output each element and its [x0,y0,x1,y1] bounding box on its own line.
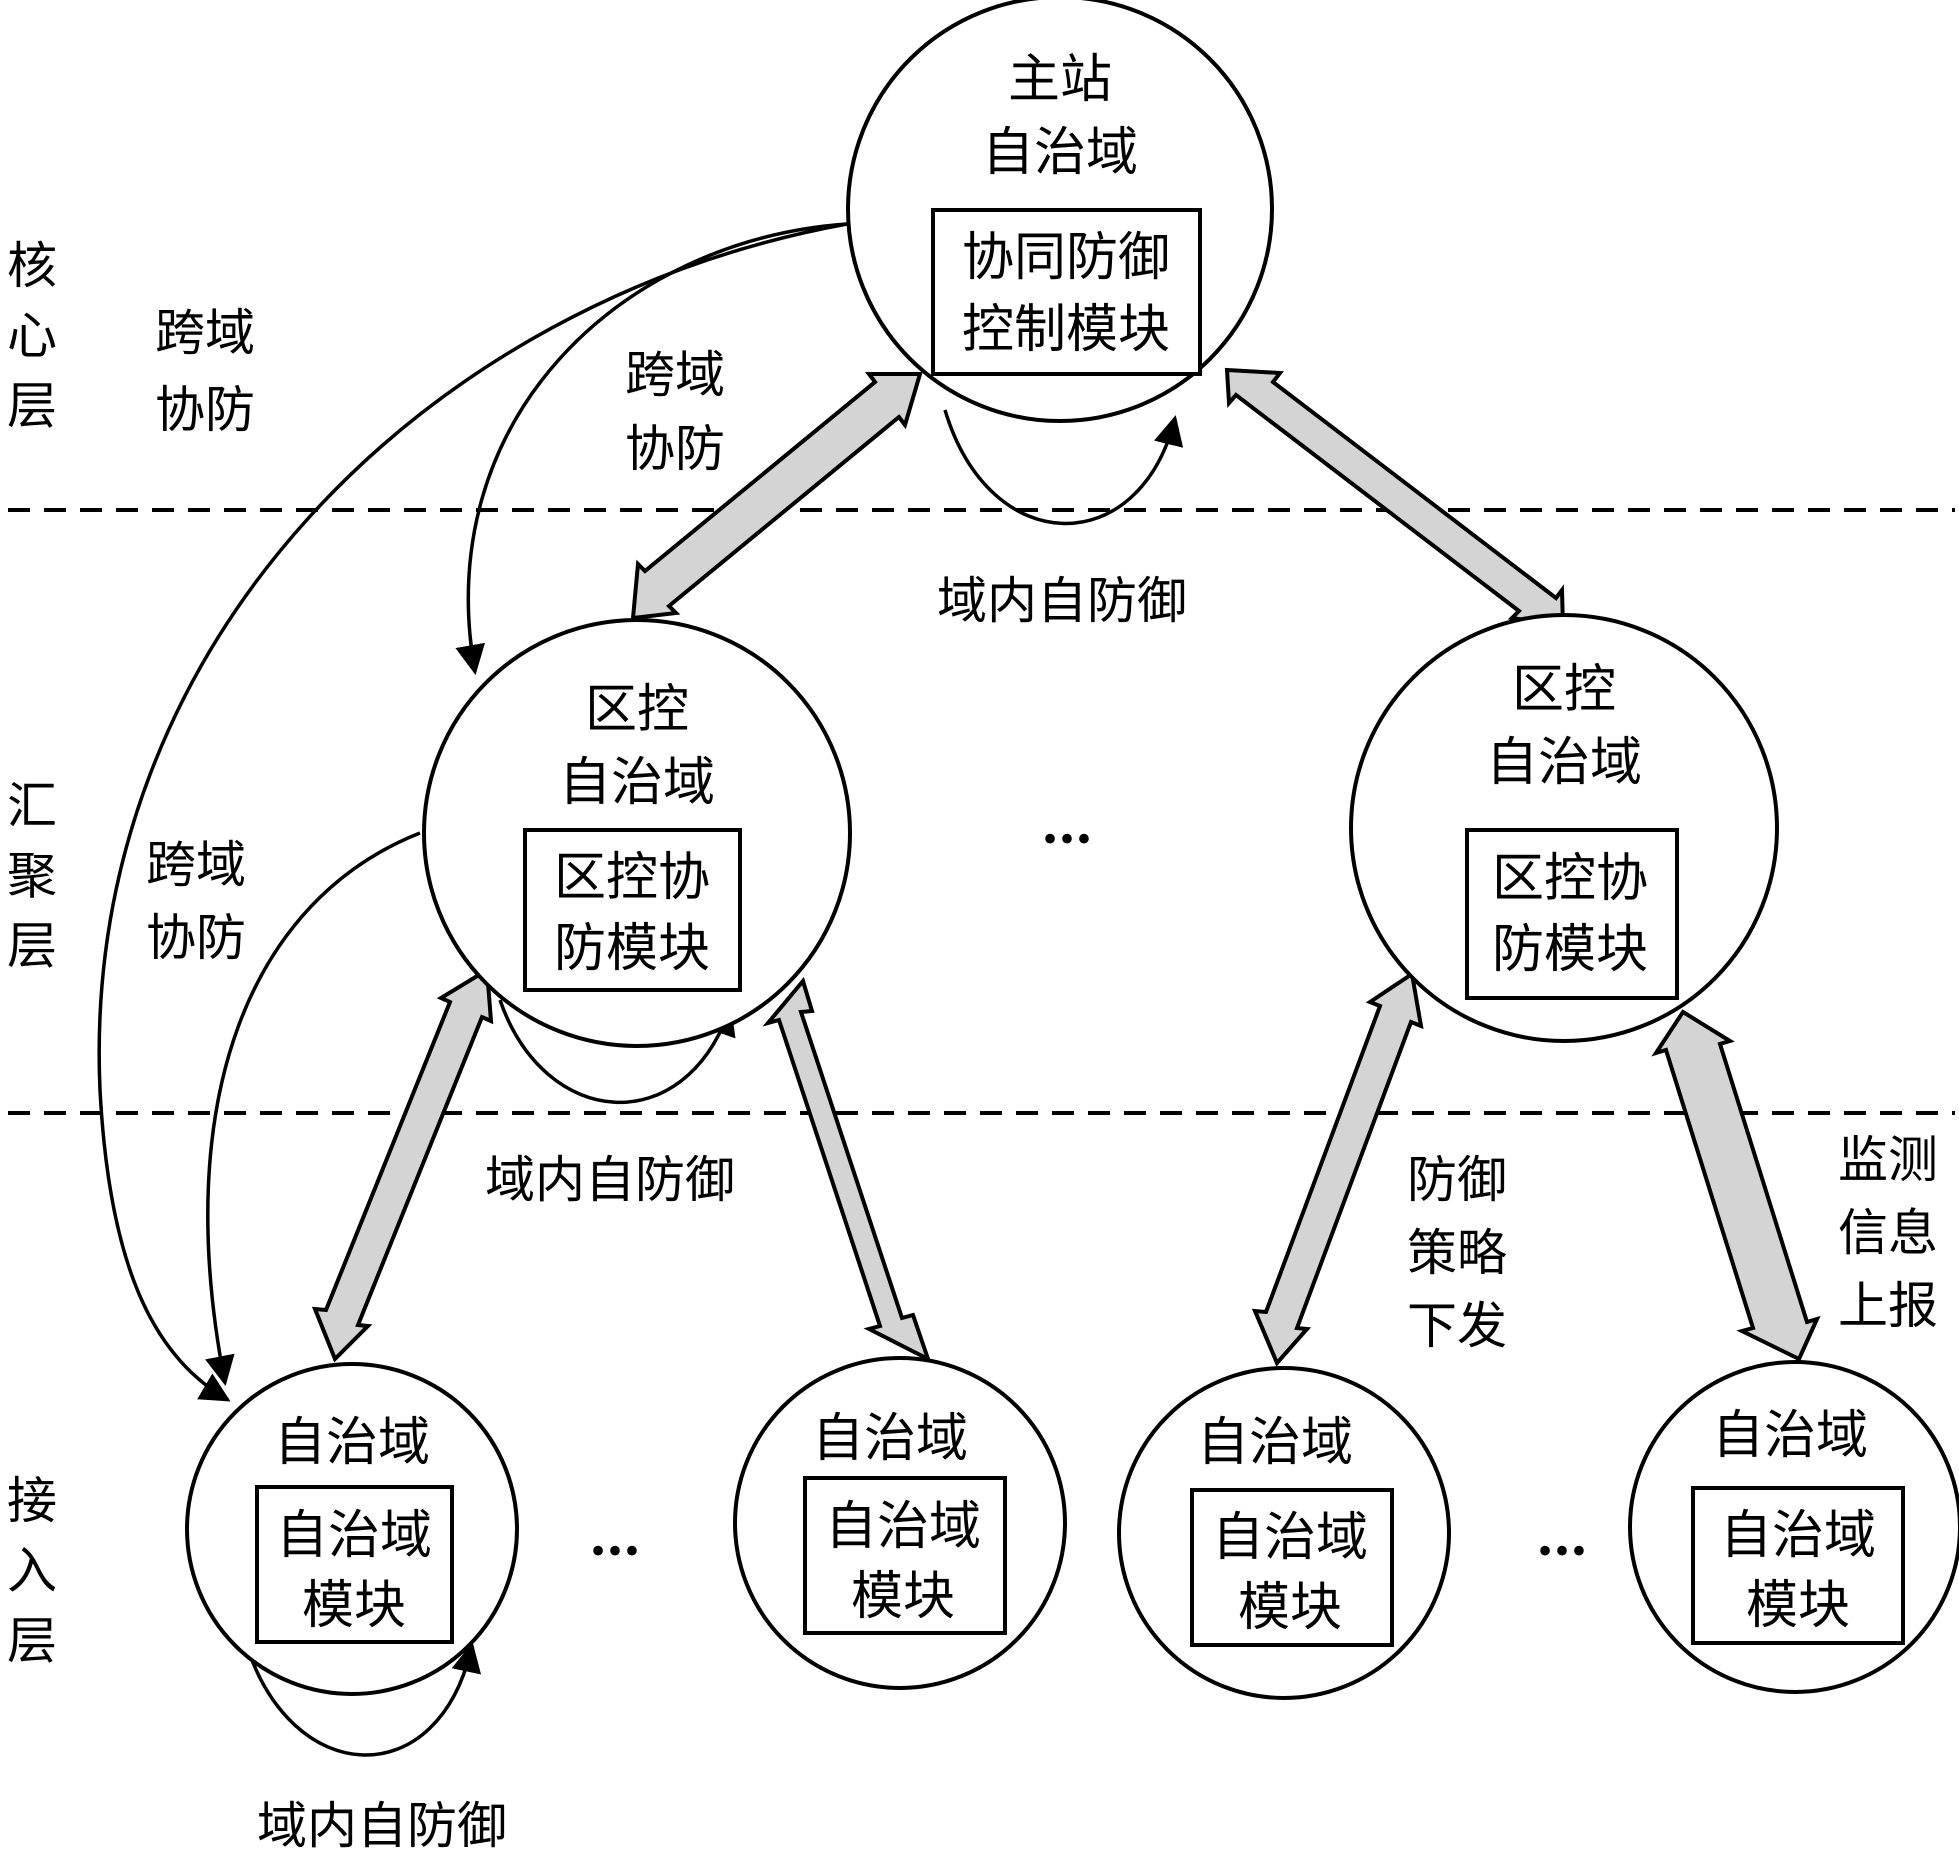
ellipsis-access-right: … [1536,1507,1588,1568]
node-title: 主站 [1008,50,1112,110]
module-label: 区控协 [554,848,710,908]
edge-label: 信息 [1838,1204,1938,1262]
node-access-1: 自治域 自治域 模块 [185,1362,519,1696]
edge-label: 协防 [155,381,255,439]
module-box [803,1476,1007,1635]
label-cross-domain-mid: 跨域 协防 [146,836,246,967]
edge-label: 协防 [625,420,725,478]
node-title: 区控 [585,680,689,740]
module-label: 模块 [302,1576,406,1636]
double-arrow-region-right-access-3 [1251,970,1424,1367]
node-access-3: 自治域 自治域 模块 [1117,1366,1451,1700]
node-title: 自治域 [982,123,1138,183]
ellipsis-access-left: … [589,1507,641,1568]
module-label: 协同防御 [962,228,1170,288]
module-label: 模块 [1746,1576,1850,1636]
layer-char: 层 [7,377,57,435]
curve-arrow-cross-domain-outer [97,222,848,1402]
module-label: 区控协 [1492,849,1648,909]
module-label: 防模块 [1492,920,1648,980]
module-box [1465,828,1679,1000]
loop-arrow-self-defense-access-1 [243,1639,482,1757]
module-label: 自治域 [276,1506,432,1566]
module-label: 自治域 [1720,1506,1876,1566]
edge-label: 跨域 [146,836,246,894]
node-title: 自治域 [1712,1406,1868,1466]
node-access-4: 自治域 自治域 模块 [1628,1360,1959,1694]
curve-arrow-cross-domain-mid [205,831,421,1386]
node-title: 自治域 [1486,733,1642,793]
layer-label-core: 核 心 层 [7,237,57,435]
ellipsis-region: … [1041,795,1093,856]
node-master: 主站 自治域 协同防御 控制模块 [846,0,1274,423]
layer-char: 层 [7,917,57,975]
label-policy-down: 防御 策略 下发 [1407,1151,1507,1355]
layer-label-aggregation: 汇 聚 层 [7,777,57,975]
layer-char: 聚 [7,847,57,905]
module-label: 自治域 [1212,1508,1368,1568]
node-title: 自治域 [559,753,715,813]
module-box [255,1485,454,1644]
node-title: 自治域 [812,1409,968,1469]
layer-char: 入 [7,1542,57,1600]
node-title: 自治域 [1197,1413,1353,1473]
node-region-left: 区控 自治域 区控协 防模块 [422,618,852,1048]
edge-label: 下发 [1407,1297,1507,1355]
loop-arrow-self-defense-region-left [498,999,736,1105]
loop-arrow-self-defense-master [943,409,1184,526]
layer-char: 核 [7,237,57,295]
layer-char: 层 [7,1612,57,1670]
module-label: 自治域 [825,1497,981,1557]
module-label: 防模块 [554,919,710,979]
module-box [1691,1486,1905,1645]
label-self-defense-region: 域内自防御 [485,1151,735,1209]
module-box [523,828,742,992]
node-title: 自治域 [274,1413,430,1473]
double-arrow-master-region-right [1224,367,1566,629]
double-arrow-master-region-left [630,372,923,621]
node-region-right: 区控 自治域 区控协 防模块 [1349,613,1779,1043]
label-monitor-up: 监测 信息 上报 [1838,1131,1938,1335]
layer-char: 汇 [7,777,57,835]
label-cross-domain-outer: 跨域 协防 [155,304,255,439]
edge-label: 跨域 [625,346,725,404]
edge-label: 策略 [1407,1224,1507,1282]
edge-label: 跨域 [155,304,255,362]
module-label: 模块 [1238,1578,1342,1638]
label-self-defense-access: 域内自防御 [257,1797,507,1855]
edge-label: 监测 [1838,1131,1938,1189]
double-arrow-region-left-access-1 [311,966,494,1363]
module-label: 模块 [851,1567,955,1627]
double-arrow-region-left-access-2 [762,976,932,1364]
module-box [931,208,1202,376]
module-label: 控制模块 [962,300,1170,360]
curve-arrow-cross-domain-inner [455,222,848,675]
edge-label: 协防 [146,909,246,967]
layer-label-access: 接 入 层 [7,1472,57,1670]
node-title: 区控 [1512,660,1616,720]
double-arrow-region-right-access-4 [1651,1009,1821,1362]
edge-label: 防御 [1407,1151,1507,1209]
node-access-2: 自治域 自治域 模块 [733,1356,1067,1690]
label-self-defense-master: 域内自防御 [937,572,1187,630]
module-box [1190,1488,1394,1647]
layer-char: 心 [7,307,57,365]
label-cross-domain-inner: 跨域 协防 [625,346,725,478]
edge-label: 上报 [1838,1277,1938,1335]
layer-char: 接 [7,1472,57,1530]
